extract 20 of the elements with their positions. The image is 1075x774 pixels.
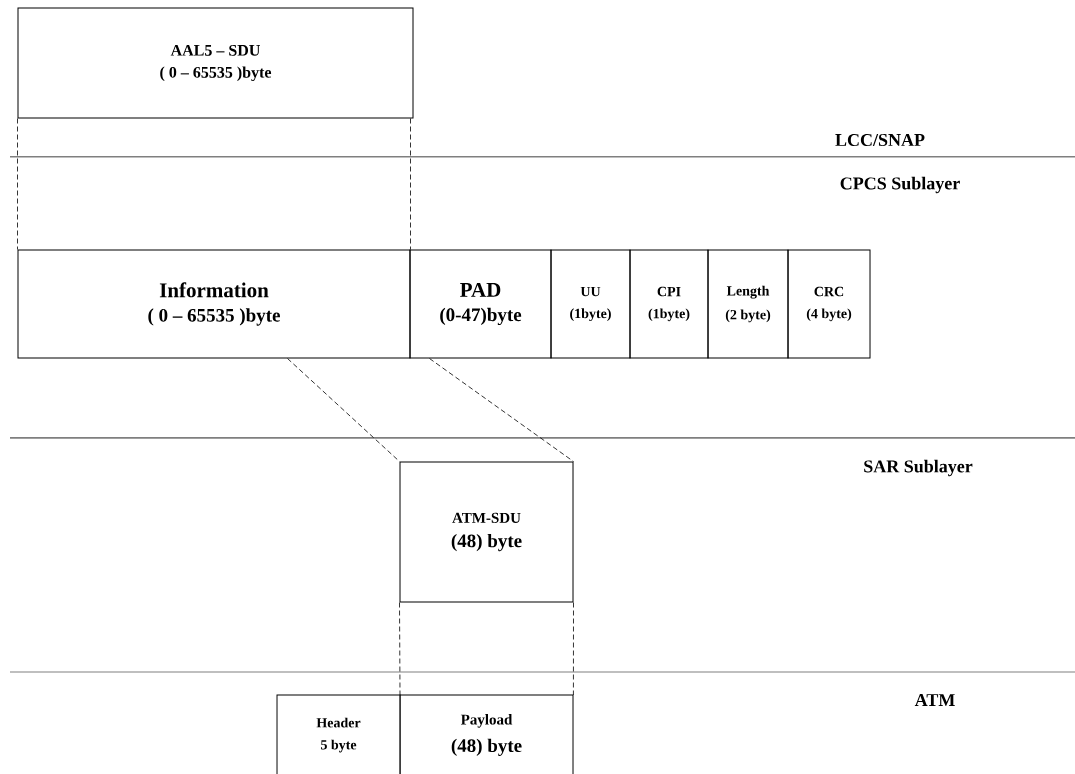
field-box: PAD (0-47)byte — [409, 249, 552, 359]
layer-label: ATM — [914, 694, 955, 706]
field-box: Header 5 byte — [276, 694, 401, 774]
dashed-line — [410, 118, 411, 250]
dashed-line — [429, 358, 574, 462]
field-box: Length (2 byte) — [707, 249, 789, 359]
field-box: Payload (48) byte — [399, 694, 574, 774]
field-box: CPI (1byte) — [629, 249, 709, 359]
layer-label: CPCS Sublayer — [840, 176, 960, 194]
field-box: UU (1byte) — [550, 249, 631, 359]
dashed-line — [17, 118, 18, 250]
field-box: AAL5 – SDU ( 0 – 65535 )byte — [17, 7, 414, 119]
field-box: Information ( 0 – 65535 )byte — [17, 249, 411, 359]
dashed-line — [399, 602, 401, 696]
layer-label: SAR Sublayer — [864, 459, 973, 477]
dashed-line — [287, 358, 400, 462]
dashed-line — [573, 602, 574, 696]
layer-label: LCC/SNAP — [835, 133, 925, 147]
field-box: ATM-SDU (48) byte — [399, 461, 574, 603]
field-box: CRC (4 byte) — [787, 249, 871, 359]
